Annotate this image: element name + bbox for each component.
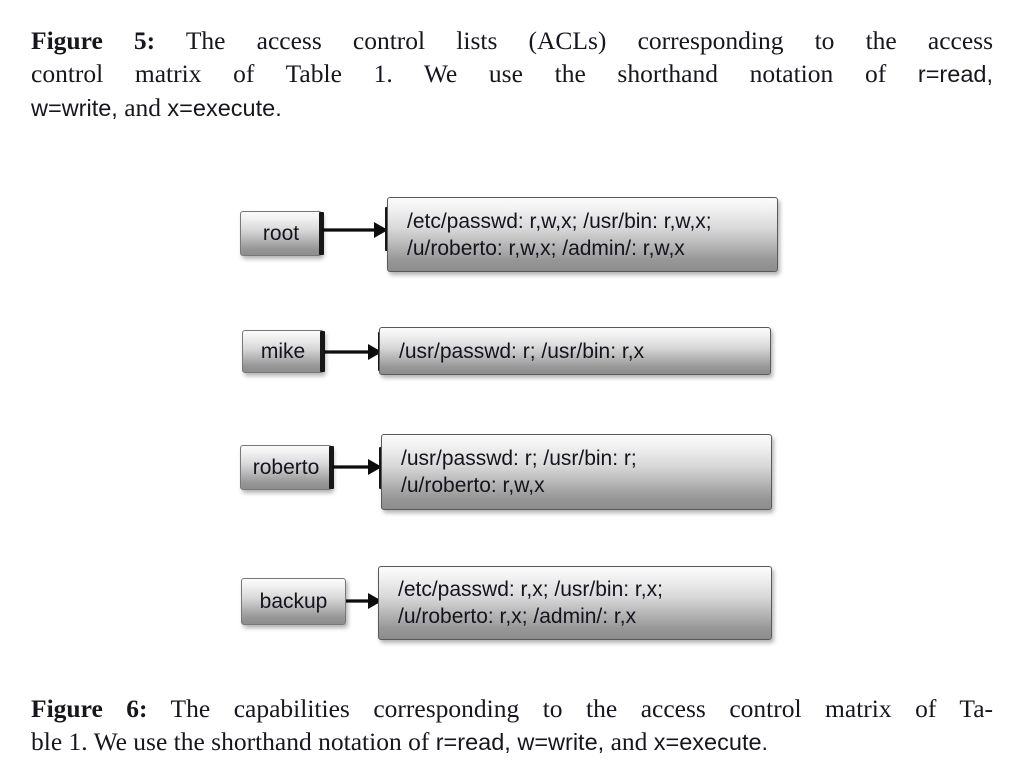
figure-5-caption: Figure 5: The access control lists (ACLs… bbox=[31, 24, 993, 125]
bottom-caption-conjunction: and bbox=[604, 727, 654, 756]
caption-line-2: control matrix of Table 1. We use the sh… bbox=[31, 57, 993, 91]
acl-box-root[interactable]: /etc/passwd: r,w,x; /usr/bin: r,w,x; /u/… bbox=[387, 197, 778, 272]
bottom-caption-line-2: ble 1. We use the shorthand notation of … bbox=[31, 725, 993, 759]
caption-line-1-text: The access control lists (ACLs) correspo… bbox=[155, 26, 993, 55]
figure-6-label: Figure 6: bbox=[31, 694, 148, 723]
principal-label-backup: backup bbox=[259, 589, 328, 613]
acl-text-mike: /usr/passwd: r; /usr/bin: r,x bbox=[399, 339, 645, 363]
principal-label-roberto: roberto bbox=[252, 455, 320, 479]
acl-text-root: /etc/passwd: r,w,x; /usr/bin: r,w,x; /u/… bbox=[407, 209, 712, 260]
bottom-caption-line-1-text: The capabilities corresponding to the ac… bbox=[147, 694, 993, 723]
caption-line-2-tail: r=read, bbox=[917, 61, 993, 87]
principal-box-backup[interactable]: backup bbox=[241, 578, 346, 625]
acl-box-mike[interactable]: /usr/passwd: r; /usr/bin: r,x bbox=[379, 327, 771, 375]
bottom-caption-shorthand-execute: x=execute. bbox=[653, 729, 769, 755]
principal-box-roberto[interactable]: roberto bbox=[240, 445, 332, 490]
principal-label-root: root bbox=[262, 221, 300, 245]
arrow-root bbox=[322, 222, 388, 238]
caption-shorthand-write: w=write, bbox=[31, 95, 118, 121]
connector-stub-mike-source bbox=[320, 331, 325, 372]
figure-6-caption: Figure 6: The capabilities corresponding… bbox=[31, 692, 993, 759]
arrow-roberto bbox=[332, 459, 382, 475]
connector-stub-root-source bbox=[319, 212, 324, 255]
caption-line-1: Figure 5: The access control lists (ACLs… bbox=[31, 24, 993, 57]
caption-shorthand-execute: x=execute. bbox=[167, 95, 282, 121]
caption-line-3: w=write, and x=execute. bbox=[31, 91, 993, 125]
principal-box-root[interactable]: root bbox=[240, 211, 322, 256]
principal-label-mike: mike bbox=[260, 339, 306, 363]
acl-text-roberto: /usr/passwd: r; /usr/bin: r; /u/roberto:… bbox=[401, 447, 637, 497]
arrow-backup bbox=[346, 593, 382, 609]
figure-5-label: Figure 5: bbox=[31, 26, 156, 55]
connector-stub-roberto-source bbox=[329, 446, 334, 489]
arrow-mike bbox=[324, 344, 382, 360]
acl-box-roberto[interactable]: /usr/passwd: r; /usr/bin: r; /u/roberto:… bbox=[381, 434, 772, 510]
bottom-caption-line-1: Figure 6: The capabilities corresponding… bbox=[31, 692, 993, 725]
principal-box-mike[interactable]: mike bbox=[242, 330, 324, 373]
bottom-caption-line-2-text: ble 1. We use the shorthand notation of bbox=[31, 727, 436, 756]
caption-line-2-text: control matrix of Table 1. We use the sh… bbox=[31, 59, 918, 88]
bottom-caption-shorthand-rw: r=read, w=write, bbox=[435, 729, 605, 755]
caption-conjunction: and bbox=[117, 93, 168, 122]
acl-text-backup: /etc/passwd: r,x; /usr/bin: r,x; /u/robe… bbox=[398, 578, 663, 628]
acl-box-backup[interactable]: /etc/passwd: r,x; /usr/bin: r,x; /u/robe… bbox=[378, 566, 772, 640]
